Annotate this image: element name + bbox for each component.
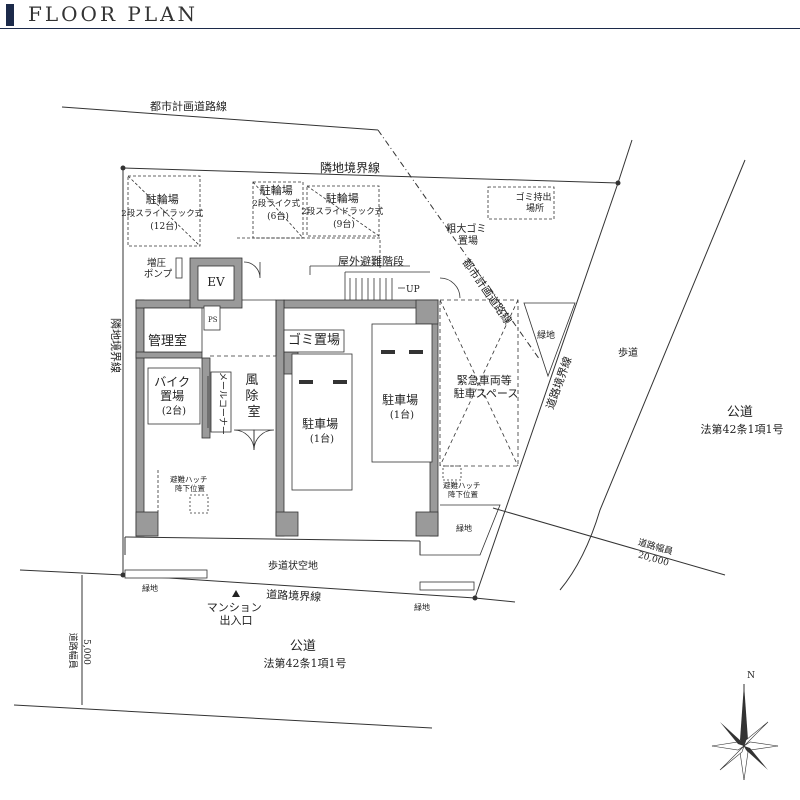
city-road-line-label: 都市計画道路線 [150, 99, 227, 113]
car-parking-1-label: 駐車場 (1台) [302, 416, 342, 445]
neighbor-boundary-top [122, 167, 619, 184]
page-title: FLOOR PLAN [28, 2, 199, 26]
road-width-right-label: 道路幅員 20,000 [633, 536, 677, 570]
green-right-label: 緑地 [537, 329, 555, 341]
mail-corner-label: メールコーナー [217, 372, 228, 435]
green-bottom-right-label: 緑地 [414, 602, 430, 612]
green-lower-label: 緑地 [456, 523, 472, 533]
road-edge-bottom [13, 704, 433, 729]
neighbor-boundary-left-label: 隣地境界線 [109, 318, 123, 373]
entrance-label: マンション 出入口 [207, 601, 266, 627]
green-beds [124, 569, 475, 591]
public-road-right-label: 公道 法第42条1項1号 [701, 405, 784, 436]
emergency-space-label: 緊急車両等 駐車スペース [454, 373, 519, 400]
garbage-room-label: ゴミ置場 [288, 332, 340, 348]
entrance-triangle-icon [232, 590, 240, 597]
bicycle-parking-a-label: 駐輪場 2段スライドラック式 (12台) [121, 192, 206, 232]
site-corner-dots [120, 165, 621, 601]
parking-car-marks [299, 350, 423, 384]
city-road-line-diag [377, 129, 476, 269]
site-lines [13, 106, 746, 729]
up-label: UP [406, 285, 420, 295]
neighbor-boundary-top-label: 隣地境界線 [320, 160, 380, 175]
compass-rose-icon [711, 684, 779, 781]
bicycle-parking-areas [127, 175, 555, 270]
manager-room-label: 管理室 [148, 333, 187, 349]
header-accent-bar [6, 4, 14, 26]
header-rule [0, 28, 800, 29]
green-bottom-left-label: 緑地 [142, 583, 158, 593]
road-boundary-diag [474, 182, 619, 599]
ps-label: PS [208, 316, 218, 324]
sidewalk-space-label: 歩道状空地 [268, 559, 318, 572]
windbreak-room-label: 風 除 室 [245, 373, 262, 420]
north-label: N [747, 671, 755, 681]
road-width-left-label: 道路幅員 5,000 [67, 633, 91, 672]
far-road-edge [559, 159, 746, 591]
road-width-dim-right [492, 507, 726, 576]
page-header: FLOOR PLAN [0, 0, 800, 30]
bicycle-parking-b-label: 駐輪場 2段ライク式 (6台) [252, 183, 303, 222]
road-boundary-bottom [122, 574, 476, 599]
interior-rooms [143, 257, 433, 491]
sidewalk-right-label: 歩道 [618, 346, 638, 359]
outdoor-stairs-label: 屋外避難階段 [338, 254, 404, 268]
car-parking-2-label: 駐車場 (1台) [382, 392, 422, 421]
city-road-line-top [61, 106, 379, 131]
booster-pump-label: 増圧 ポンプ [144, 257, 173, 280]
hatch-right-label: 避難ハッチ 降下位置 [443, 480, 483, 499]
road-boundary-bottom-label: 道路境界線 [266, 587, 322, 604]
bulky-garbage-label: 粗大ゴミ 置場 [446, 222, 489, 247]
public-road-bottom-label: 公道 法第42条1項1号 [264, 639, 347, 670]
elevator-label: EV [207, 275, 225, 289]
bike-parking-label: バイク 置場 (2台) [154, 375, 194, 417]
hatch-left-label: 避難ハッチ 降下位置 [170, 474, 210, 493]
interior-details [157, 261, 576, 556]
road-boundary-right-label: 道路境界線 [543, 355, 575, 411]
garbage-station-label: ゴミ持出 場所 [516, 191, 555, 214]
city-road-line-diag-label: 都市計画道路線 [460, 256, 516, 327]
bicycle-parking-c-label: 駐輪場 2段スライドラック式 (9台) [301, 191, 386, 230]
